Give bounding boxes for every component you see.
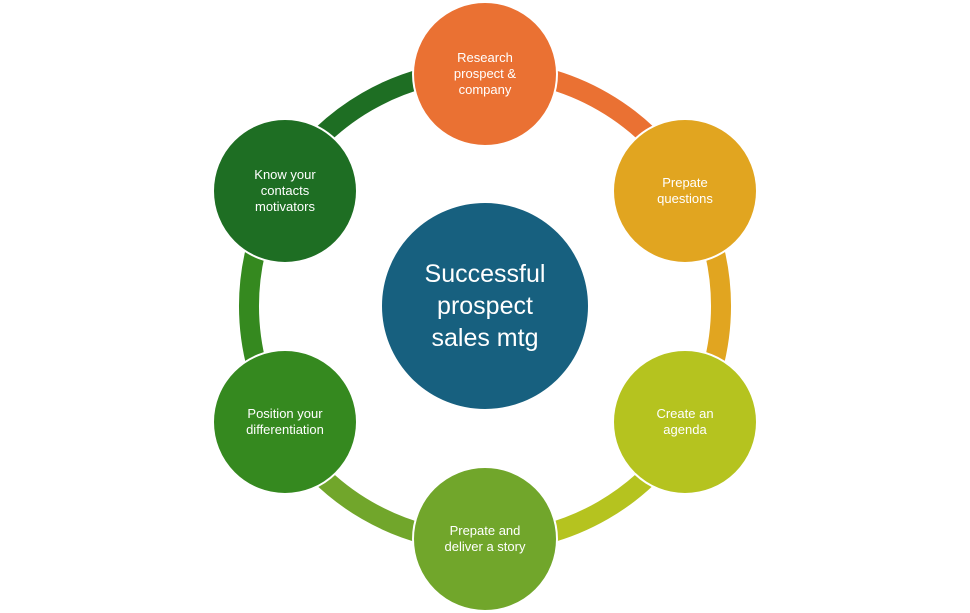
step-story-circle: Prepate and deliver a story — [412, 466, 558, 612]
step-story-label: Prepate and deliver a story — [444, 523, 526, 554]
step-agenda-label: Create an agenda — [656, 406, 714, 437]
step-differentiation-label: Position your differentiation — [246, 406, 324, 437]
step-research-label: Research prospect & company — [453, 50, 517, 97]
step-motivators-label: Know your contacts motivators — [254, 167, 316, 214]
center-goal-circle: Successful prospect sales mtg — [380, 201, 590, 411]
step-questions-label: Prepate questions — [657, 175, 713, 206]
step-questions-circle: Prepate questions — [612, 118, 758, 264]
step-research-circle: Research prospect & company — [412, 1, 558, 147]
step-motivators-circle: Know your contacts motivators — [212, 118, 358, 264]
step-agenda-circle: Create an agenda — [612, 349, 758, 495]
step-differentiation-circle: Position your differentiation — [212, 349, 358, 495]
center-goal-label: Successful prospect sales mtg — [424, 260, 546, 352]
